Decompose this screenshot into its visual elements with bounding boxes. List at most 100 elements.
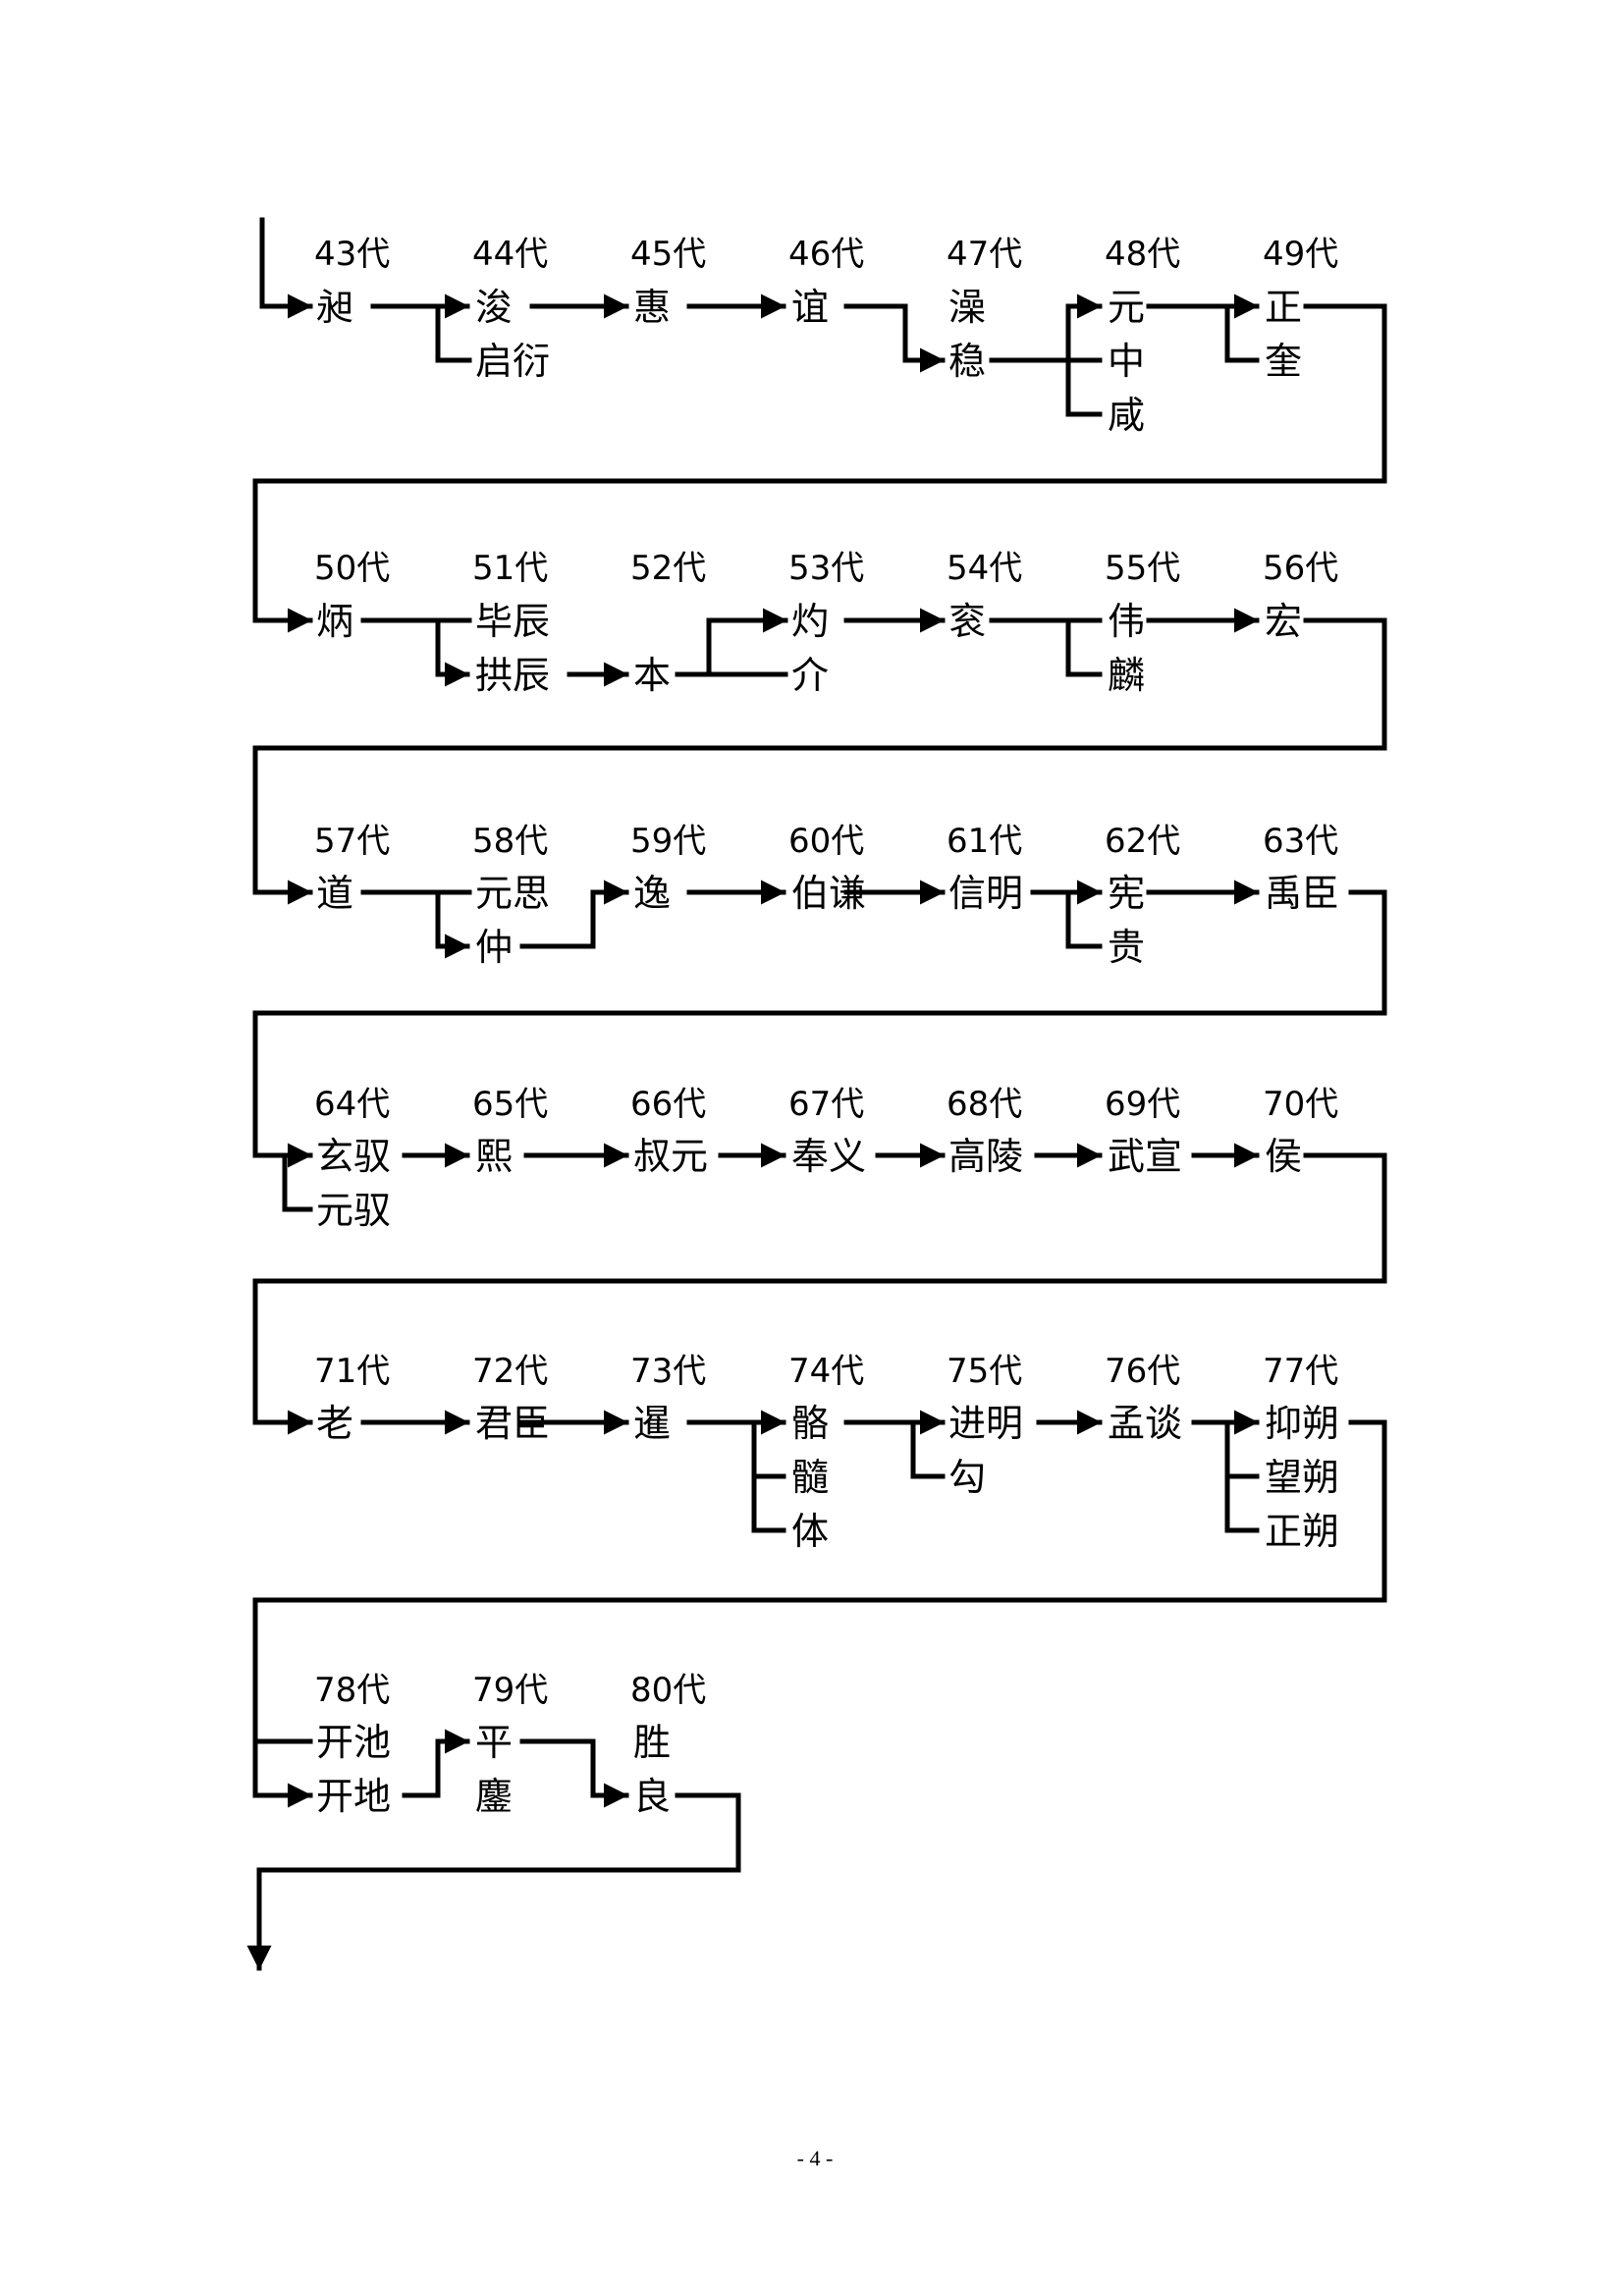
person-name: 正 — [1265, 286, 1302, 329]
person-name: 孟谈 — [1108, 1402, 1182, 1445]
person-name: 启衍 — [475, 340, 550, 383]
connector-arrow — [675, 608, 788, 677]
person-name: 元 — [1108, 286, 1145, 329]
connector-line — [1224, 1419, 1260, 1533]
person-name: 元思 — [475, 872, 550, 915]
person-name: 开地 — [316, 1775, 391, 1818]
generation-label: 57代 — [314, 822, 390, 861]
generation-label: 73代 — [630, 1352, 706, 1391]
connector-arrow — [360, 617, 470, 687]
generation-label: 58代 — [472, 822, 548, 861]
person-name: 惠 — [633, 286, 671, 329]
generation-label: 63代 — [1263, 822, 1338, 861]
generation-label: 61代 — [947, 822, 1022, 861]
person-name: 望朔 — [1265, 1456, 1339, 1499]
generation-label: 77代 — [1263, 1352, 1338, 1391]
generation-label: 44代 — [472, 235, 548, 274]
generation-label: 64代 — [314, 1085, 390, 1124]
person-name: 熙 — [475, 1135, 513, 1178]
connector-line — [1065, 303, 1103, 417]
person-name: 浚 — [475, 286, 513, 329]
generation-label: 70代 — [1263, 1085, 1338, 1124]
person-name: 本 — [633, 654, 671, 697]
connector-arrow — [360, 889, 470, 959]
person-name: 抑朔 — [1265, 1402, 1339, 1445]
connector-arrow — [252, 889, 1387, 1168]
generation-label: 78代 — [314, 1671, 390, 1710]
person-name: 骼 — [791, 1402, 829, 1445]
generation-label: 68代 — [947, 1085, 1022, 1124]
connector-line — [1030, 889, 1103, 949]
generation-label: 43代 — [314, 235, 390, 274]
person-name: 贵 — [1108, 926, 1145, 969]
generation-label: 45代 — [630, 235, 706, 274]
person-name: 进明 — [948, 1402, 1023, 1445]
generation-label: 48代 — [1105, 235, 1180, 274]
connector-arrow — [252, 1152, 1387, 1435]
connector-line — [1224, 303, 1260, 363]
person-name: 灼 — [791, 600, 829, 643]
person-name: 正朔 — [1265, 1510, 1339, 1553]
person-name: 昶 — [316, 286, 353, 329]
person-name: 元驭 — [316, 1189, 391, 1232]
person-name: 咸 — [1108, 394, 1145, 437]
generation-label: 46代 — [788, 235, 864, 274]
generation-label: 54代 — [947, 549, 1022, 588]
person-name: 勾 — [948, 1456, 986, 1499]
generation-label: 66代 — [630, 1085, 706, 1124]
generation-label: 49代 — [1263, 235, 1338, 274]
person-name: 伟 — [1108, 600, 1145, 643]
generation-label: 55代 — [1105, 549, 1180, 588]
generation-label: 56代 — [1263, 549, 1338, 588]
person-name: 君臣 — [475, 1402, 550, 1445]
generation-label: 62代 — [1105, 822, 1180, 861]
generation-label: 72代 — [472, 1352, 548, 1391]
person-name: 拱辰 — [475, 654, 550, 697]
connector-arrow — [252, 617, 1387, 905]
person-name: 良 — [633, 1775, 671, 1818]
connector-arrow — [252, 1419, 1387, 1808]
generation-label: 47代 — [947, 235, 1022, 274]
connector-arrow — [259, 217, 313, 319]
person-name: 侯 — [1265, 1135, 1302, 1178]
person-name: 毕辰 — [475, 600, 550, 643]
generation-label: 76代 — [1105, 1352, 1180, 1391]
connector-line — [910, 1419, 946, 1479]
person-name: 信明 — [948, 872, 1023, 915]
person-name: 奎 — [1265, 340, 1302, 383]
generation-label: 80代 — [630, 1671, 706, 1710]
generation-label: 50代 — [314, 549, 390, 588]
generation-label: 51代 — [472, 549, 548, 588]
generation-label: 53代 — [788, 549, 864, 588]
generation-label: 67代 — [788, 1085, 864, 1124]
generation-label: 71代 — [314, 1352, 390, 1391]
generation-label: 65代 — [472, 1085, 548, 1124]
person-name: 衮 — [948, 600, 986, 643]
generation-label: 69代 — [1105, 1085, 1180, 1124]
person-name: 暹 — [633, 1402, 671, 1445]
person-name: 宏 — [1265, 600, 1302, 643]
person-name: 开池 — [316, 1721, 391, 1764]
generation-label: 75代 — [947, 1352, 1022, 1391]
person-name: 武宣 — [1108, 1135, 1182, 1178]
person-name: 逸 — [633, 872, 671, 915]
connector-arrow — [519, 880, 629, 949]
person-name: 鏖 — [475, 1775, 513, 1818]
person-name: 炳 — [316, 600, 353, 643]
generation-label: 60代 — [788, 822, 864, 861]
person-name: 奉义 — [791, 1135, 866, 1178]
person-name: 胜 — [633, 1721, 671, 1764]
connector-arrow — [519, 1738, 629, 1808]
connector-arrow — [246, 1792, 741, 1971]
person-name: 髓 — [791, 1456, 829, 1499]
connector-line — [751, 1419, 786, 1533]
person-name: 谊 — [791, 286, 829, 329]
person-name: 宪 — [1108, 872, 1145, 915]
person-name: 道 — [316, 872, 353, 915]
person-name: 介 — [791, 654, 829, 697]
person-name: 澡 — [948, 286, 986, 329]
generation-label: 74代 — [788, 1352, 864, 1391]
connector-arrow — [252, 303, 1387, 633]
person-name: 高陵 — [948, 1135, 1023, 1178]
